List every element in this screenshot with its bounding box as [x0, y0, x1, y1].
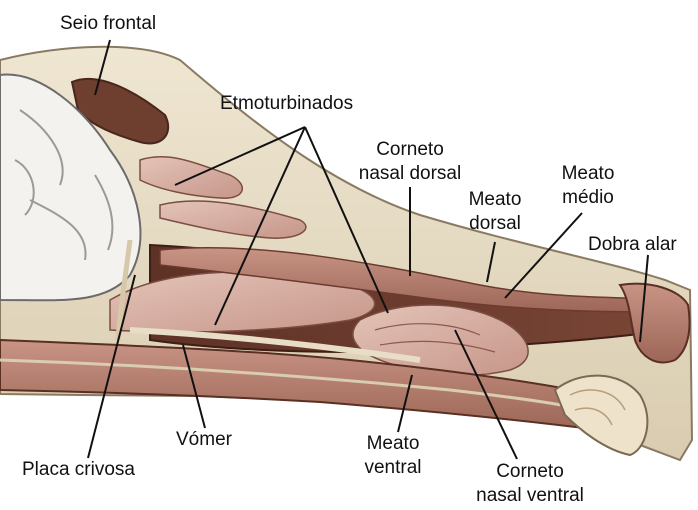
label-meato-medio: Meato médio [548, 162, 628, 210]
label-placa-crivosa: Placa crivosa [22, 458, 135, 482]
label-corneto-nasal-dorsal-line2: nasal dorsal [345, 162, 475, 186]
label-corneto-nasal-ventral-line2: nasal ventral [455, 484, 605, 508]
label-vomer: Vómer [176, 428, 232, 452]
label-corneto-nasal-ventral-line1: Corneto [455, 460, 605, 484]
label-corneto-nasal-dorsal-line1: Corneto [345, 138, 475, 162]
label-meato-ventral-line1: Meato [348, 432, 438, 456]
label-meato-dorsal: Meato dorsal [455, 188, 535, 236]
label-etmoturbinados: Etmoturbinados [220, 92, 353, 116]
label-meato-ventral-line2: ventral [348, 456, 438, 480]
label-dobra-alar: Dobra alar [588, 233, 677, 257]
label-seio-frontal: Seio frontal [60, 12, 156, 36]
label-meato-medio-line1: Meato [548, 162, 628, 186]
label-meato-ventral: Meato ventral [348, 432, 438, 480]
label-meato-dorsal-line2: dorsal [455, 212, 535, 236]
label-corneto-nasal-dorsal: Corneto nasal dorsal [345, 138, 475, 186]
label-corneto-nasal-ventral: Corneto nasal ventral [455, 460, 605, 508]
label-meato-medio-line2: médio [548, 186, 628, 210]
label-meato-dorsal-line1: Meato [455, 188, 535, 212]
